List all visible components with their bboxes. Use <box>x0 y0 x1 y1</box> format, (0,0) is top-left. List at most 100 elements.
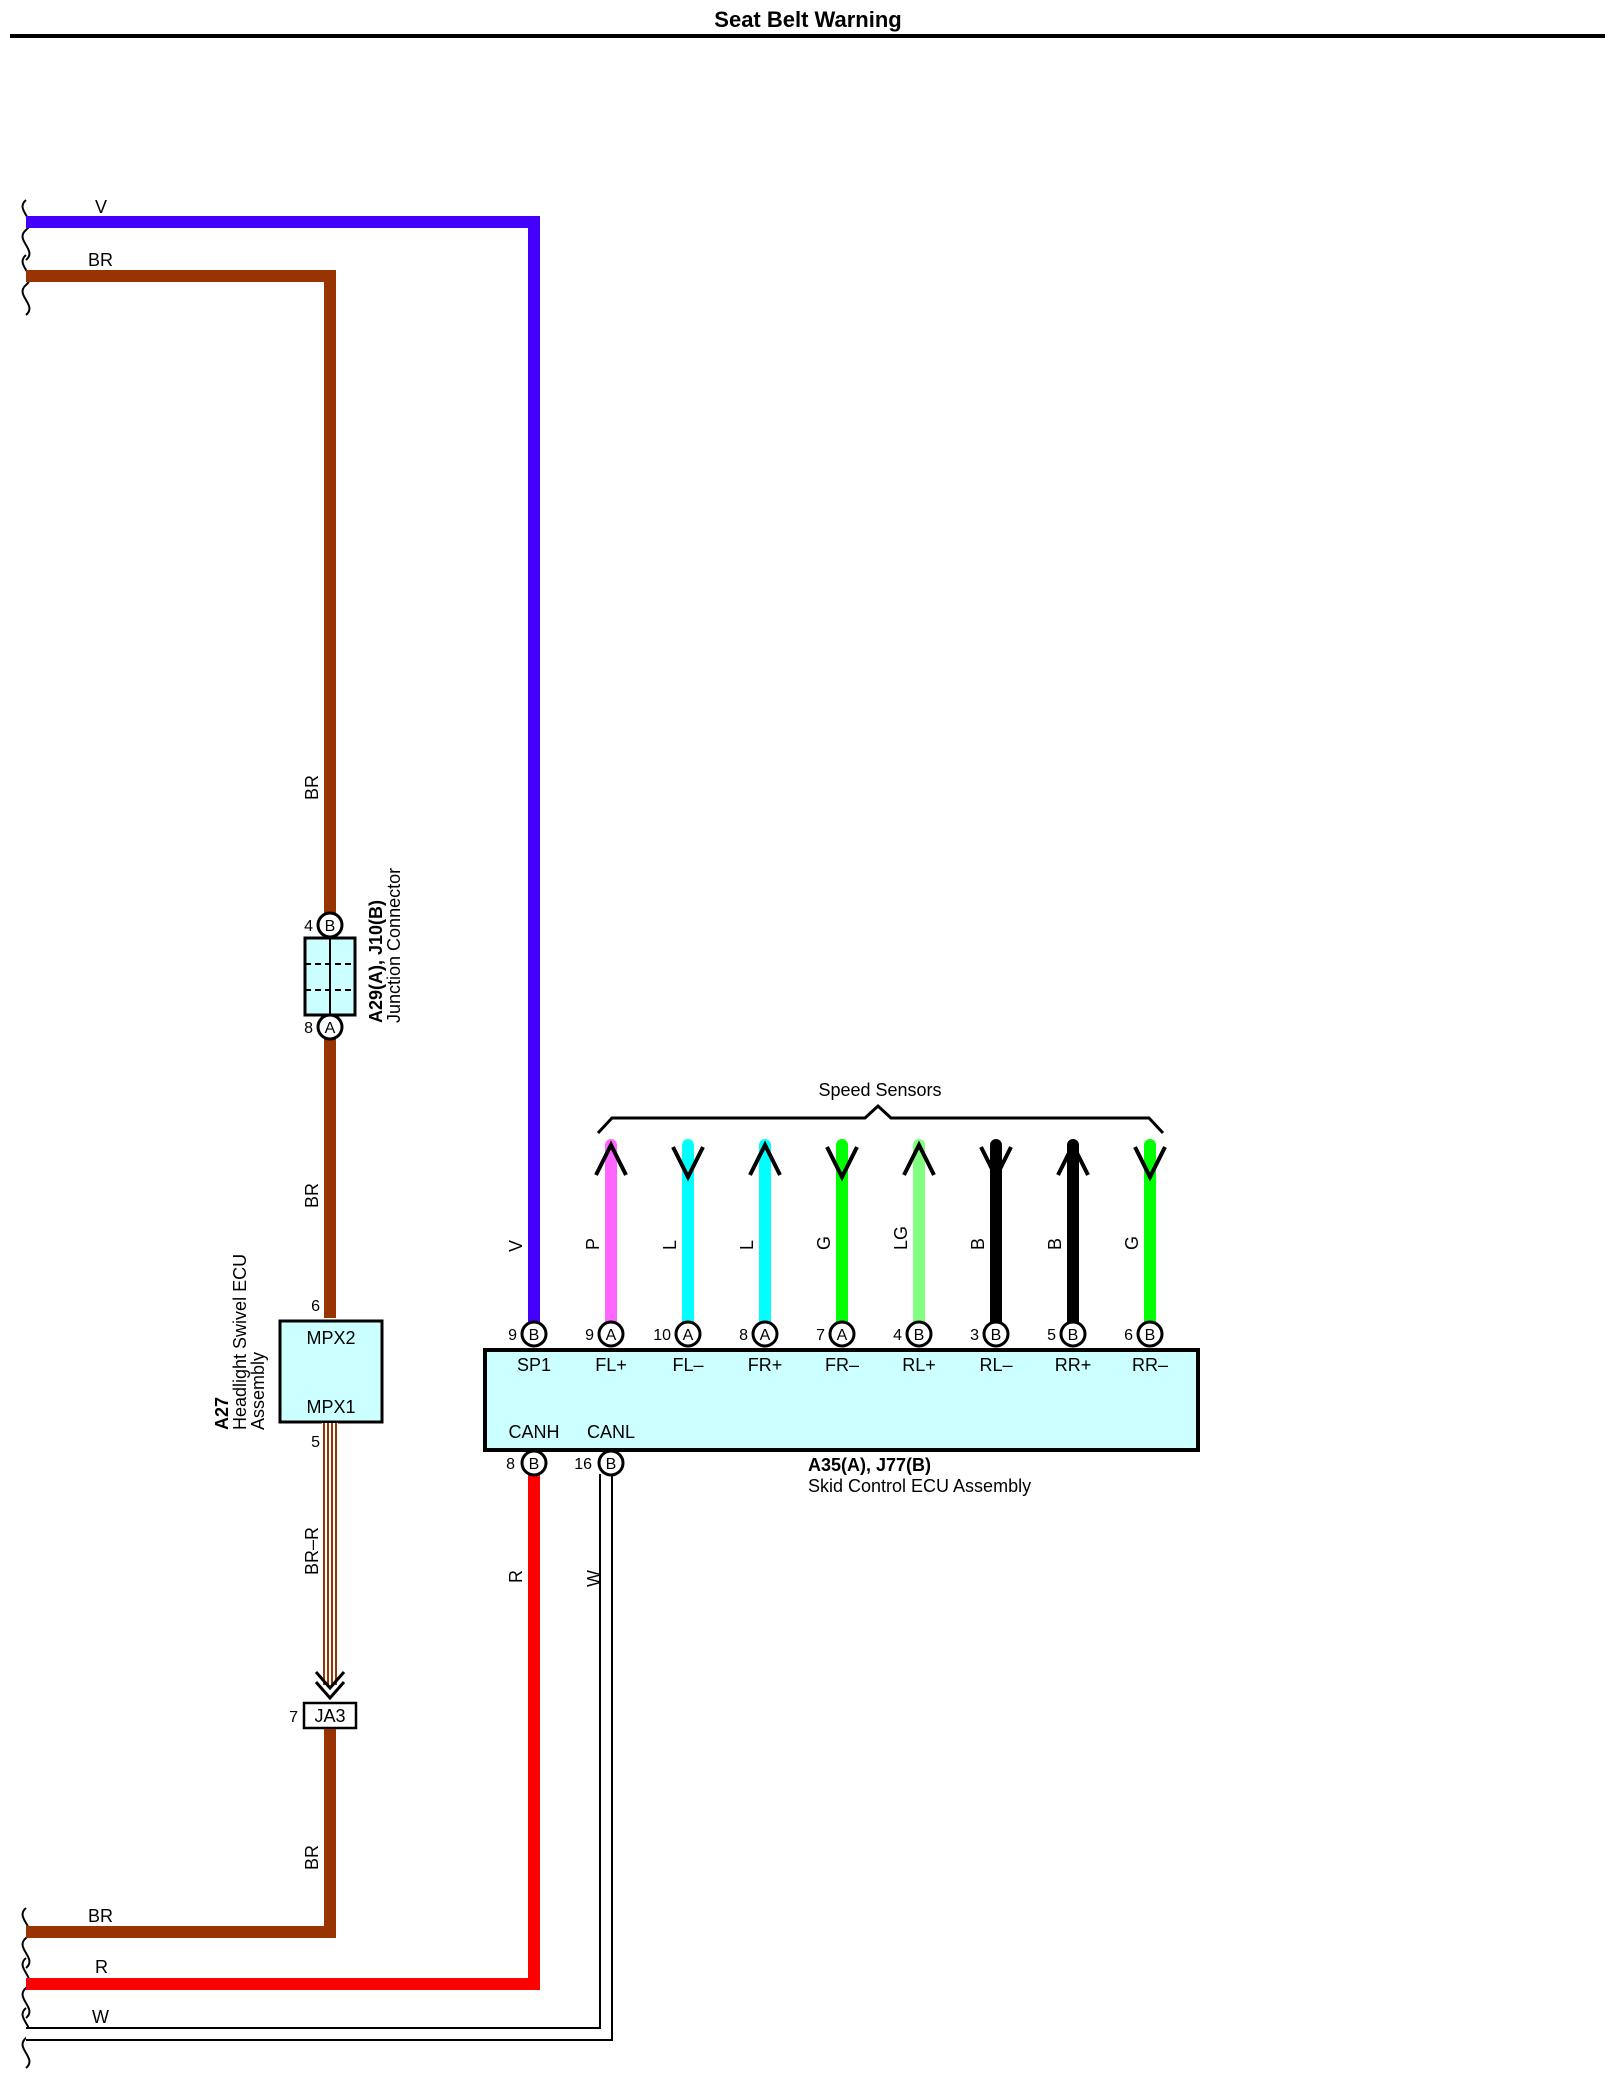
junction-top-pin: 4 <box>304 918 313 935</box>
wire-label-br-r: BR–R <box>302 1527 322 1575</box>
sensor-4-arrow-down-icon <box>825 1146 859 1182</box>
wire-br-bottom <box>26 1729 336 1938</box>
wire-w <box>26 1474 613 2041</box>
sensor-4-conn: A <box>837 1327 848 1344</box>
wire-label-v-vertical: V <box>506 1240 526 1252</box>
canh-pin-number: 8 <box>506 1456 515 1473</box>
sensor-2-wire-label: L <box>660 1240 680 1250</box>
sensor-1-conn: A <box>606 1327 617 1344</box>
skid-ecu-code: A35(A), J77(B) <box>808 1455 931 1475</box>
wire-br-top <box>26 270 336 913</box>
sensor-2-pin-circle <box>674 1320 702 1348</box>
sensor-5-conn: B <box>914 1327 925 1344</box>
sensor-7-conn: B <box>1068 1327 1079 1344</box>
sp1-conn: B <box>529 1327 540 1344</box>
junction-top-conn: B <box>325 918 336 935</box>
skid-ecu-name: Skid Control ECU Assembly <box>808 1476 1031 1496</box>
sensor-4-pin-number: 7 <box>816 1327 825 1344</box>
sensor-2-arrow-down-icon <box>671 1146 705 1182</box>
headlight-ecu-name-2: Assembly <box>248 1352 268 1430</box>
sp1-pin-number: 9 <box>508 1327 517 1344</box>
skid-ecu-box <box>483 1348 1200 1452</box>
sensor-7-pin-circle <box>1059 1320 1087 1348</box>
sensor-6-pin-number: 3 <box>970 1327 979 1344</box>
speed-sensors-brace <box>596 1103 1165 1135</box>
canl-conn: B <box>606 1456 617 1473</box>
wire-label-r-vertical: R <box>506 1570 526 1583</box>
sensor-6-wire-label: B <box>968 1238 988 1250</box>
sensor-5-pin-number: 4 <box>893 1327 902 1344</box>
junction-connector-top-pin: B <box>316 911 344 939</box>
headlight-ecu-mpx1: MPX1 <box>306 1397 355 1417</box>
headlight-ecu-pin-top: 6 <box>311 1298 320 1315</box>
speed-sensors-label: Speed Sensors <box>818 1080 941 1100</box>
canl-label: CANL <box>587 1422 635 1442</box>
headlight-ecu-mpx2: MPX2 <box>306 1328 355 1348</box>
sensor-7-pin-number: 5 <box>1047 1327 1056 1344</box>
wire-label-br-mid: BR <box>302 1183 322 1208</box>
sensor-8-conn: B <box>1145 1327 1156 1344</box>
canl-pin: B <box>597 1449 625 1477</box>
sensor-1-arrow-up-icon <box>594 1140 628 1176</box>
sensor-6-conn: B <box>991 1327 1002 1344</box>
sensor-1-terminal-label: FL+ <box>595 1355 627 1375</box>
canh-label: CANH <box>508 1422 559 1442</box>
headlight-ecu-name-1: Headlight Swivel ECU <box>230 1254 250 1430</box>
canh-conn: B <box>529 1456 540 1473</box>
ja3-label: JA3 <box>314 1706 345 1726</box>
sensor-6-pin-circle <box>982 1320 1010 1348</box>
sensor-5-pin-circle <box>905 1320 933 1348</box>
wire-r <box>26 1474 540 1990</box>
sensor-3-arrow-up-icon <box>748 1140 782 1176</box>
junction-bottom-pin: 8 <box>304 1020 313 1037</box>
speed-sensor-terminals: A9FL+A10FL–A8FR+A7FR–B4RL+B3RL–B5RR+B6RR… <box>585 1320 1168 1375</box>
ja3-block <box>302 1701 358 1730</box>
sensor-6-arrow-down-icon <box>979 1146 1013 1182</box>
ja3-pin: 7 <box>289 1709 298 1726</box>
sensor-4-pin-circle <box>828 1320 856 1348</box>
wire-label-br-lower: BR <box>302 1845 322 1870</box>
sp1-label: SP1 <box>517 1355 551 1375</box>
sensor-2-conn: A <box>683 1327 694 1344</box>
headlight-ecu-box <box>278 1319 384 1424</box>
junction-bottom-conn: A <box>325 1020 336 1037</box>
sensor-3-terminal-label: FR+ <box>748 1355 783 1375</box>
wire-br-r <box>322 1423 338 1685</box>
sensor-8-pin-number: 6 <box>1124 1327 1133 1344</box>
sensor-7-wire-label: B <box>1045 1238 1065 1250</box>
sensor-6-terminal-label: RL– <box>979 1355 1012 1375</box>
sensor-3-conn: A <box>760 1327 771 1344</box>
sensor-3-wire-label: L <box>737 1240 757 1250</box>
sensor-1-pin-circle <box>597 1320 625 1348</box>
skid-ecu-sp1-pin: B <box>520 1320 548 1348</box>
junction-connector-code: A29(A), J10(B) <box>366 900 386 1023</box>
sensor-5-arrow-up-icon <box>902 1140 936 1176</box>
sensor-4-wire-label: G <box>814 1236 834 1250</box>
sensor-1-pin-number: 9 <box>585 1327 594 1344</box>
junction-connector <box>303 936 357 1017</box>
wire-label-v-top: V <box>95 197 107 217</box>
sensor-7-terminal-label: RR+ <box>1055 1355 1092 1375</box>
canh-pin: B <box>520 1449 548 1477</box>
wire-label-w-bottom: W <box>92 2007 109 2027</box>
sensor-8-arrow-down-icon <box>1133 1146 1167 1182</box>
headlight-ecu-code: A27 <box>212 1397 232 1430</box>
wire-v <box>26 216 540 1326</box>
diagram-title: Seat Belt Warning <box>714 7 901 32</box>
sensor-8-wire-label: G <box>1122 1236 1142 1250</box>
sensor-8-terminal-label: RR– <box>1132 1355 1168 1375</box>
wire-label-br-upper: BR <box>302 775 322 800</box>
wire-label-br-top: BR <box>88 250 113 270</box>
headlight-ecu-pin-bottom: 5 <box>311 1434 320 1451</box>
sensor-2-terminal-label: FL– <box>672 1355 703 1375</box>
junction-connector-name: Junction Connector <box>384 868 404 1023</box>
wire-label-br-bottom: BR <box>88 1906 113 1926</box>
sensor-3-pin-circle <box>751 1320 779 1348</box>
sensor-8-pin-circle <box>1136 1320 1164 1348</box>
wire-label-w-vertical: W <box>584 1570 604 1587</box>
connector-chevron-icon <box>314 1671 346 1701</box>
sensor-4-terminal-label: FR– <box>825 1355 859 1375</box>
sensor-2-pin-number: 10 <box>653 1327 671 1344</box>
